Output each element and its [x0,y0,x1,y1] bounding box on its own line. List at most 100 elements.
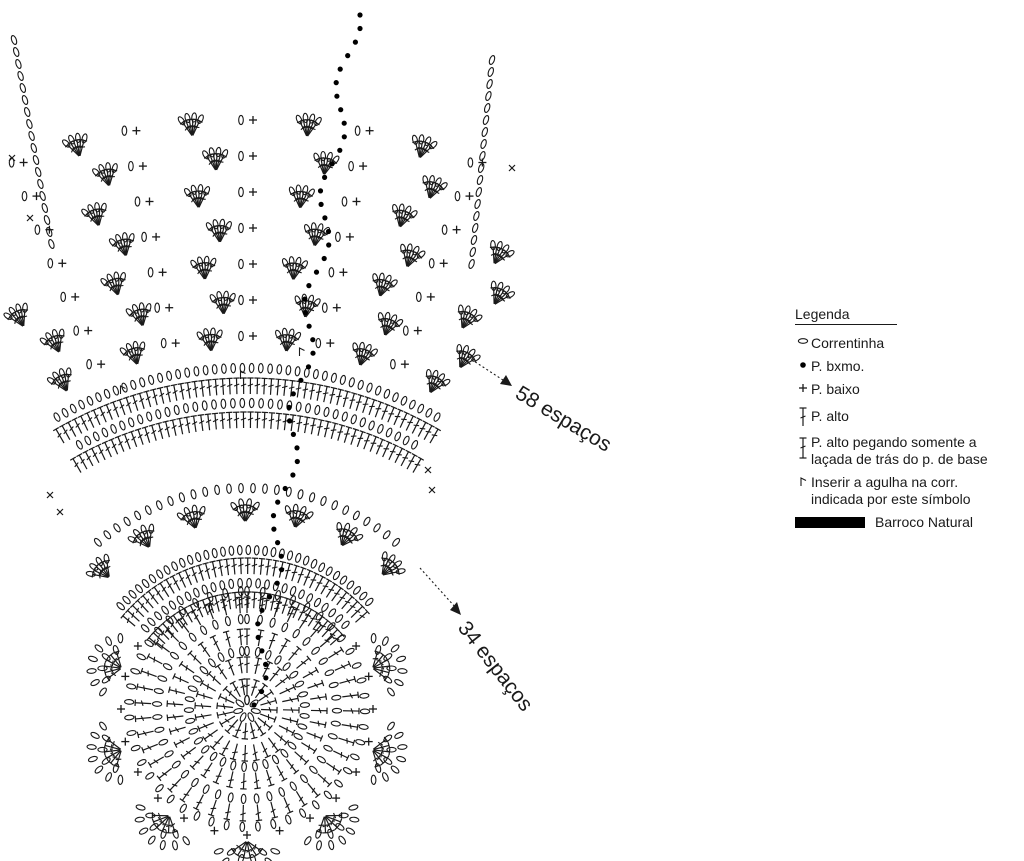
single-crochet-stitch [151,232,161,242]
double-crochet-stitch [243,628,251,646]
single-crochet-stitch [26,214,34,222]
stitch-layer [2,12,517,861]
chain-stitch [320,150,327,162]
double-crochet-stitch [141,425,154,445]
annotation-arrows [419,351,512,615]
single-crochet-stitch [345,232,355,242]
slip-stitch [302,310,308,316]
double-crochet-stitch [200,760,216,779]
chain-stitch [297,588,306,600]
double-crochet-stitch [147,753,166,769]
double-crochet-stitch [251,771,262,790]
chain-stitch [52,411,62,423]
double-crochet-stitch [231,591,241,610]
chain-stitch [432,411,442,423]
double-crochet-stitch [194,701,212,711]
chain-stitch [202,185,212,197]
chain-stitch [355,676,368,685]
chain-stitch [351,509,362,522]
chain-stitch [273,484,281,496]
chain-stitch [288,669,300,680]
chain-stitch [25,118,34,130]
double-crochet-stitch [127,430,141,449]
double-crochet-stitch [197,641,214,660]
chain-stitch [138,376,147,388]
chain-stitch [322,406,331,418]
single-crochet-stitch [242,830,252,840]
chain-stitch [261,545,269,557]
slip-stitch [259,648,265,654]
chain-stitch [473,198,482,210]
double-crochet-icon [795,404,811,428]
single-crochet-icon [795,381,811,393]
chain-stitch [373,384,383,397]
chain-stitch [273,328,283,341]
slip-stitch [263,661,269,667]
double-crochet-stitch [146,634,164,652]
chain-stitch [315,754,328,765]
legend-label: P. bxmo. [811,358,865,374]
chain-stitch [393,677,405,688]
chain-stitch [478,150,487,162]
double-crochet-stitch [149,388,161,407]
slip-stitch [267,594,273,600]
double-crochet-stitch [341,691,360,701]
double-crochet-stitch [197,379,208,398]
double-crochet-stitch [136,727,155,739]
slip-stitch [352,39,358,45]
double-crochet-stitch [300,666,320,682]
chain-stitch [389,764,401,775]
slip-stitch [305,364,312,370]
chain-stitch [279,747,290,759]
chain-stitch [312,151,322,164]
slip-stitch [306,283,312,289]
chain-stitch [9,34,19,46]
chain-stitch [332,778,345,789]
double-crochet-stitch [277,683,297,698]
chain-stitch [244,645,250,657]
chain-stitch [287,185,297,197]
chain-stitch [240,793,247,805]
chain-stitch [384,426,394,439]
chain-stitch [102,388,112,400]
double-crochet-stitch [156,386,168,405]
chain-stitch [152,610,164,622]
chain-stitch [100,426,110,439]
slip-stitch [255,634,261,640]
chain-stitch [189,488,198,500]
chain-stitch [187,684,199,694]
double-crochet-stitch [232,411,241,429]
chain-stitch [144,302,153,314]
chain-stitch [227,578,235,590]
double-crochet-stitch [218,712,238,728]
chain-stitch [253,545,260,556]
double-crochet-stitch [168,723,188,736]
chain-stitch [308,491,317,503]
chain-stitch [83,434,93,447]
double-crochet-stitch [102,402,116,422]
single-crochet-stitch [116,704,126,714]
chain-stitch [354,738,366,747]
double-crochet-stitch [150,584,167,603]
double-crochet-stitch [197,719,216,733]
chain-stitch [334,821,346,833]
slip-stitch [294,445,300,451]
chain-stitch [175,594,186,607]
chain-stitch [397,743,408,751]
double-crochet-stitch [134,713,153,723]
chain-stitch [211,619,220,631]
double-crochet-stitch [299,739,318,755]
chain-stitch [138,340,147,353]
chain-stitch [238,294,244,306]
double-crochet-stitch [222,630,234,649]
chain-stitch [145,616,157,628]
chain-stitch [328,681,340,689]
double-crochet-stitch [175,417,187,436]
chain-stitch [310,799,321,811]
chain-stitch [386,746,397,753]
chain-stitch [91,430,101,443]
chain-stitch [153,725,165,734]
double-crochet-stitch [178,660,197,677]
slip-stitch [357,25,363,32]
chain-stitch [382,674,394,685]
